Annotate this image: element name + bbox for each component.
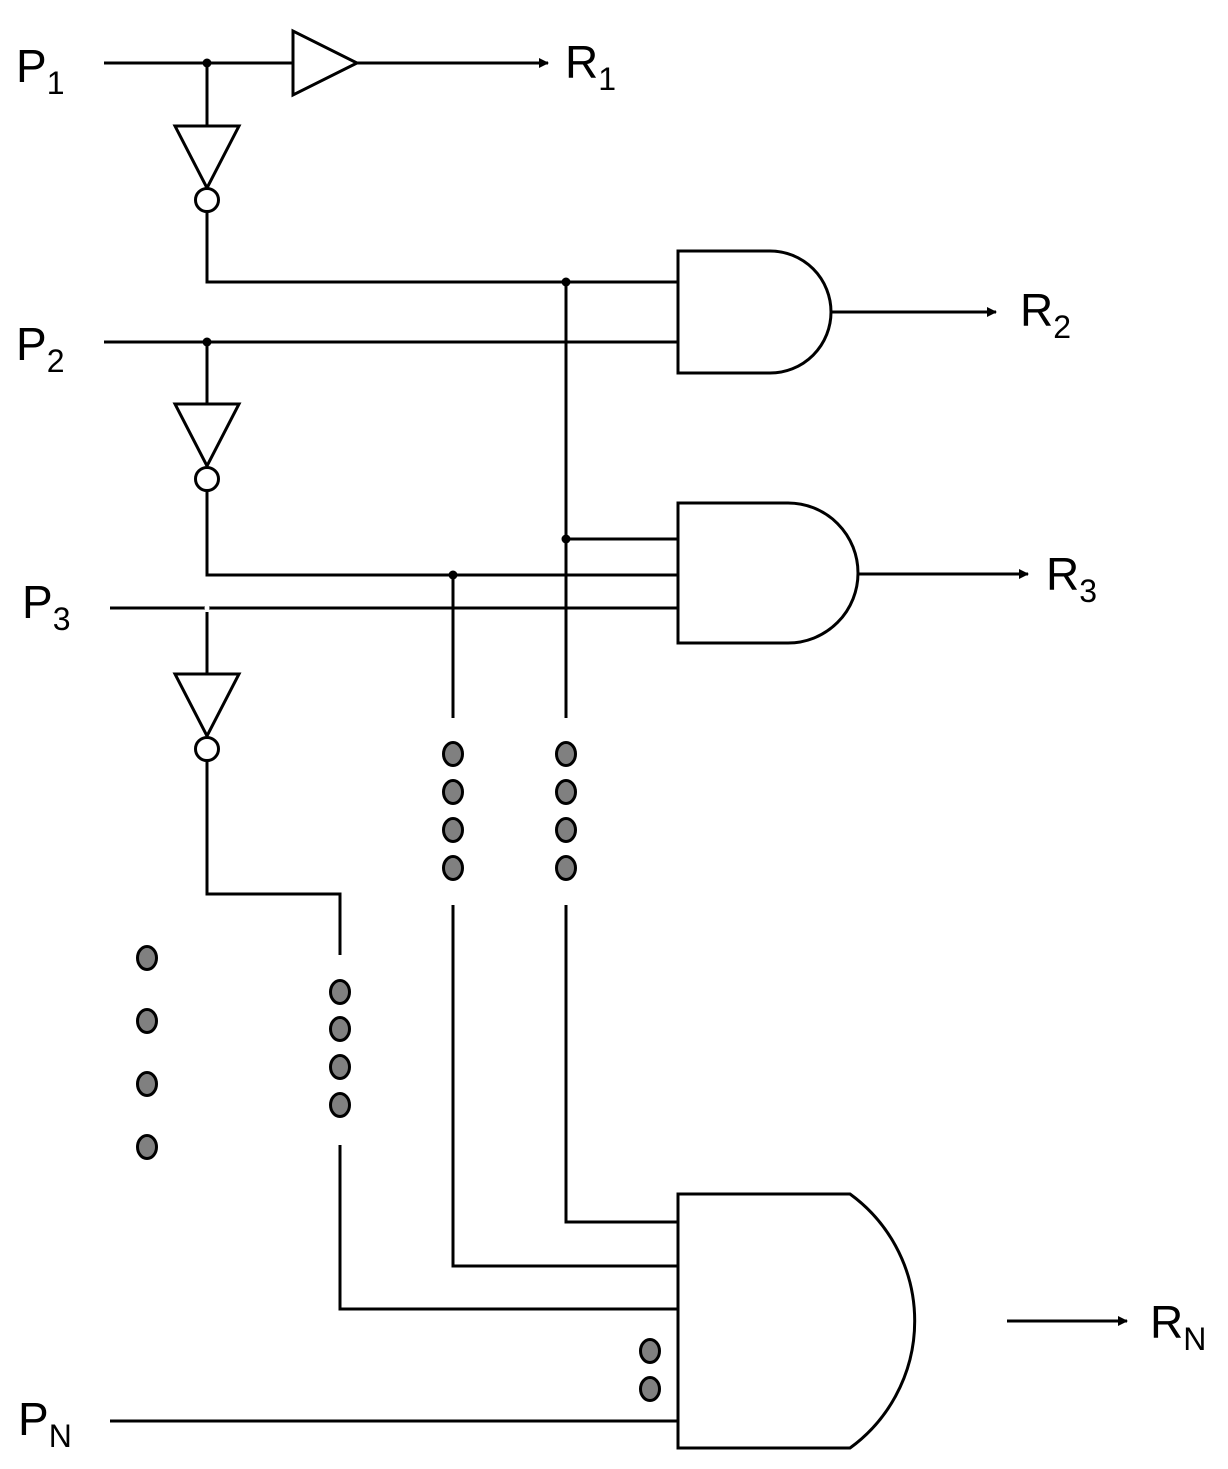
ellipsis-dot: [136, 1071, 158, 1097]
and-gate-rn: [676, 1192, 917, 1450]
bus-not-p2-lower: [451, 905, 678, 1268]
not-bubble-p2: [194, 466, 220, 492]
junction-p3: [204, 605, 210, 611]
output-label-r2: R2: [1020, 284, 1071, 345]
not-gate-p1: [172, 124, 242, 192]
buffer-gate-r1: [291, 28, 361, 98]
ellipsis-dot: [555, 855, 577, 881]
ellipsis-dot: [329, 1016, 351, 1042]
ellipsis-dot: [555, 779, 577, 805]
ellipsis-dot: [555, 817, 577, 843]
not-gate-p2: [172, 402, 242, 470]
ellipsis-dot: [555, 741, 577, 767]
input-label-p1: P1: [16, 40, 64, 101]
ellipsis-dot: [329, 1092, 351, 1118]
output-label-rn: RN: [1150, 1296, 1206, 1357]
output-label-r3: R3: [1046, 548, 1097, 609]
ellipsis-dot: [136, 1134, 158, 1160]
ellipsis-dot: [639, 1338, 661, 1364]
ellipsis-dot: [442, 817, 464, 843]
wire-not-p2: [205, 491, 678, 577]
ellipsis-dot: [442, 779, 464, 805]
junction-bus-r3: [561, 534, 571, 544]
input-label-p3: P3: [22, 576, 70, 637]
input-label-p2: P2: [16, 318, 64, 379]
output-label-r1: R1: [565, 36, 616, 97]
not-gate-p3: [172, 672, 242, 740]
ellipsis-dot: [442, 855, 464, 881]
ellipsis-dot: [442, 741, 464, 767]
not-bubble-p1: [194, 187, 220, 213]
and-gate-r3: [676, 501, 860, 645]
not-bubble-p3: [194, 736, 220, 762]
and-gate-r2: [676, 249, 833, 375]
input-label-pn: PN: [18, 1393, 72, 1454]
ellipsis-dot: [136, 1008, 158, 1034]
bus-not-p1-lower: [564, 905, 678, 1224]
ellipsis-dot: [136, 945, 158, 971]
wire-not-p1: [205, 212, 678, 284]
wire-not-p3-upper: [205, 761, 342, 955]
ellipsis-dot: [329, 979, 351, 1005]
ellipsis-dot: [639, 1376, 661, 1402]
ellipsis-dot: [329, 1054, 351, 1080]
bus-not-p3-lower: [338, 1145, 678, 1311]
